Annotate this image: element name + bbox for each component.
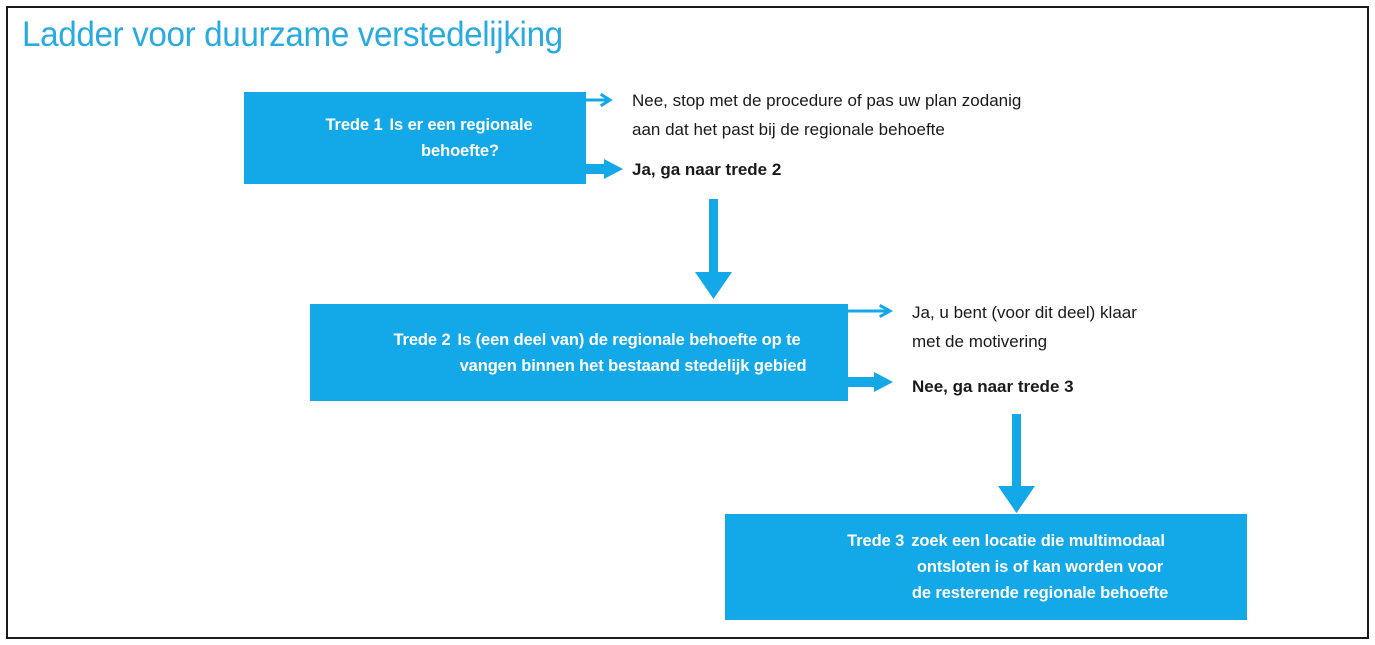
outcome-line: Nee, ga naar trede 3	[912, 377, 1074, 396]
step-text-line-1: Is (een deel van) de regionale behoefte …	[457, 330, 801, 349]
outcome-trede-1-ja: Ja, ga naar trede 2	[632, 155, 781, 184]
step-text-line-1: zoek een locatie die multimodaal	[911, 532, 1165, 550]
step-text-line-3: de resterende regionale behoefte	[911, 584, 1169, 602]
outcome-line: Ja, ga naar trede 2	[632, 160, 782, 179]
thin-arrow-right-icon-trede-2	[848, 303, 894, 319]
outcome-trede-2-ja: Ja, u bent (voor dit deel) klaar met de …	[912, 298, 1137, 356]
thin-arrow-right-icon-trede-1	[586, 92, 613, 108]
step-box-trede-2-text: Trede 2 Is (een deel van) de regionale be…	[310, 327, 884, 379]
outcome-line: Nee, stop met de procedure of pas uw pla…	[632, 91, 1022, 110]
step-line: Trede 3 zoek een locatie die multimodaal	[745, 528, 1267, 554]
outcome-trede-1-nee: Nee, stop met de procedure of pas uw pla…	[632, 86, 1021, 144]
step-text-line-2: ontsloten is of kan worden voor	[916, 558, 1164, 576]
step-box-trede-1-text: Trede 1 Is er een regionale behoefte?	[244, 112, 614, 164]
step-text-line-2: behoefte?	[421, 142, 499, 160]
step-line: Trede 1 Is er een regionale	[258, 112, 600, 138]
step-line: Trede 2 Is (een deel van) de regionale be…	[328, 327, 866, 353]
arrow-down-trede2-to-trede3	[998, 414, 1035, 513]
page-title: Ladder voor duurzame verstedelijking	[22, 15, 563, 54]
step-box-trede-2[interactable]: Trede 2 Is (een deel van) de regionale be…	[310, 304, 848, 401]
arrow-down-trede1-to-trede2	[695, 199, 732, 299]
outcome-trede-2-nee: Nee, ga naar trede 3	[912, 372, 1074, 401]
step-lead-label: Trede 2	[393, 330, 451, 349]
outcome-line: met de motivering	[912, 332, 1048, 351]
step-lead-label: Trede 1	[325, 116, 383, 134]
step-lead-label: Trede 3	[847, 532, 905, 550]
outcome-line: Ja, u bent (voor dit deel) klaar	[912, 303, 1137, 322]
step-box-trede-1[interactable]: Trede 1 Is er een regionale behoefte?	[244, 92, 586, 184]
step-text-line-1: Is er een regionale	[389, 116, 533, 134]
step-text-line-2: vangen binnen het bestaand stedelijk geb…	[459, 356, 807, 375]
outcome-line: aan dat het past bij de regionale behoef…	[632, 120, 945, 139]
